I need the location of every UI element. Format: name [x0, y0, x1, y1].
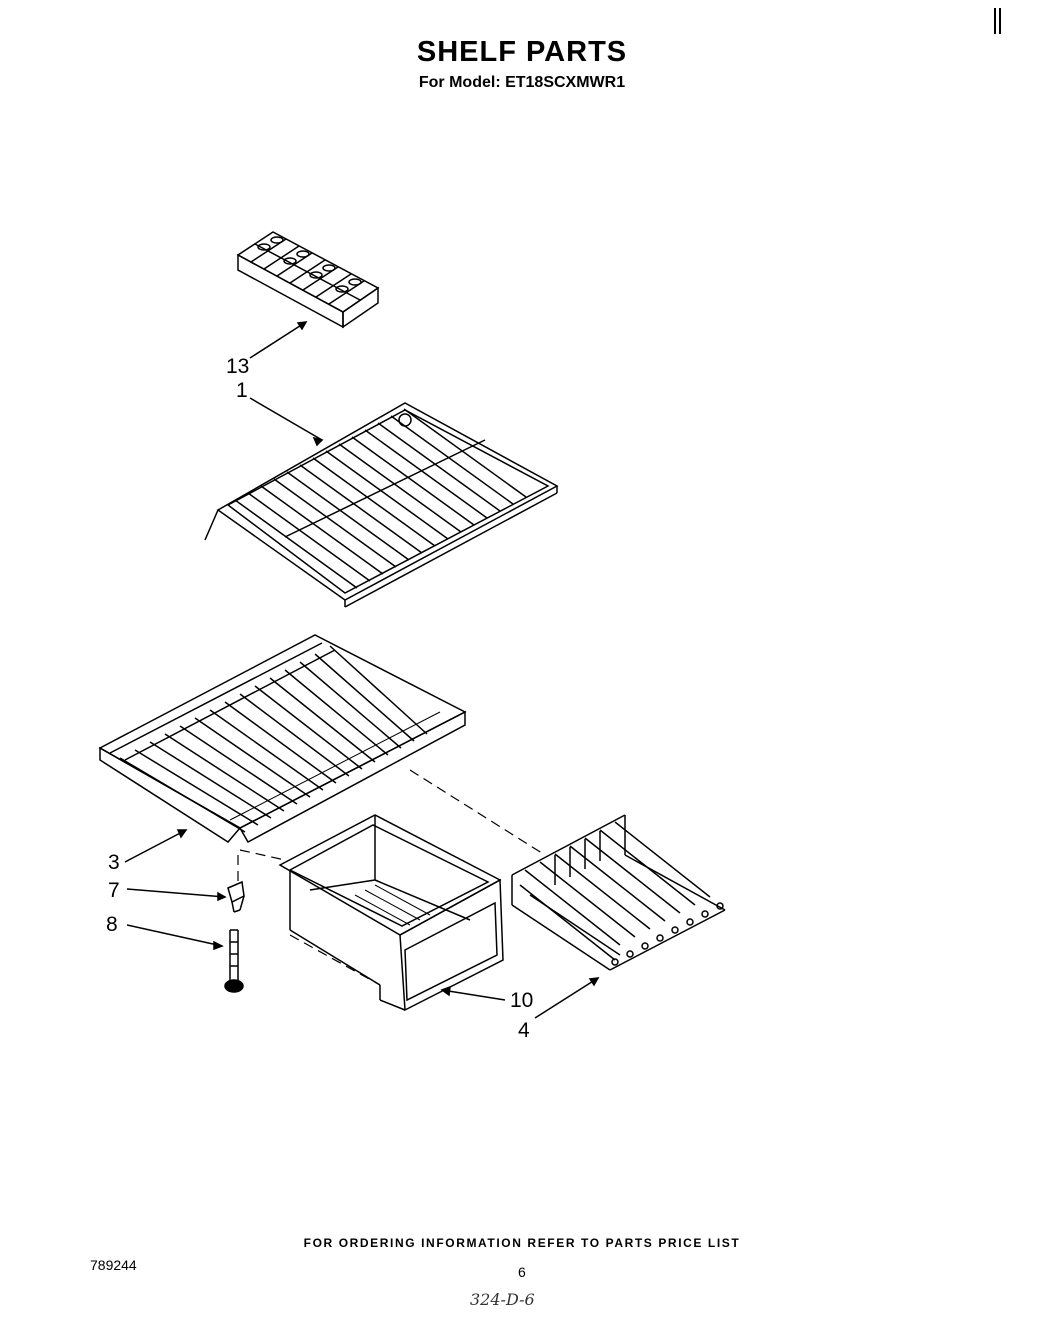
corner-registration-mark: [994, 8, 1001, 34]
leader-line-1: [249, 397, 323, 441]
callout-10: 10: [510, 989, 534, 1012]
wire-shelf-drawing: [204, 402, 559, 608]
crisper-pan-drawing: [278, 814, 504, 1012]
leader-line-3: [124, 829, 187, 863]
callout-8: 8: [106, 913, 118, 936]
callout-3: 3: [108, 851, 120, 874]
page-title: SHELF PARTS: [416, 36, 628, 68]
leader-line-13: [249, 321, 307, 359]
handwritten-code: 324-D-6: [470, 1290, 535, 1309]
leader-line-8: [126, 924, 223, 947]
wire-basket-drawing: [511, 814, 726, 971]
ice-cube-tray-drawing: [236, 231, 380, 329]
leader-line-7: [126, 888, 226, 898]
crisper-cover-drawing: [98, 634, 467, 844]
document-number: 789244: [90, 1257, 137, 1273]
support-rod-drawing: [224, 929, 244, 993]
model-subtitle: For Model: ET18SCXMWR1: [418, 74, 626, 91]
leader-line-10: [441, 989, 506, 1001]
callout-1: 1: [236, 379, 248, 402]
ordering-note: FOR ORDERING INFORMATION REFER TO PARTS …: [303, 1236, 741, 1250]
alignment-dashes: [237, 769, 546, 986]
page-number: 6: [518, 1264, 526, 1280]
callout-4: 4: [518, 1019, 530, 1042]
callout-13: 13: [226, 355, 250, 378]
support-clip-drawing: [227, 880, 245, 913]
callout-7: 7: [108, 879, 120, 902]
leader-line-4: [534, 977, 599, 1019]
